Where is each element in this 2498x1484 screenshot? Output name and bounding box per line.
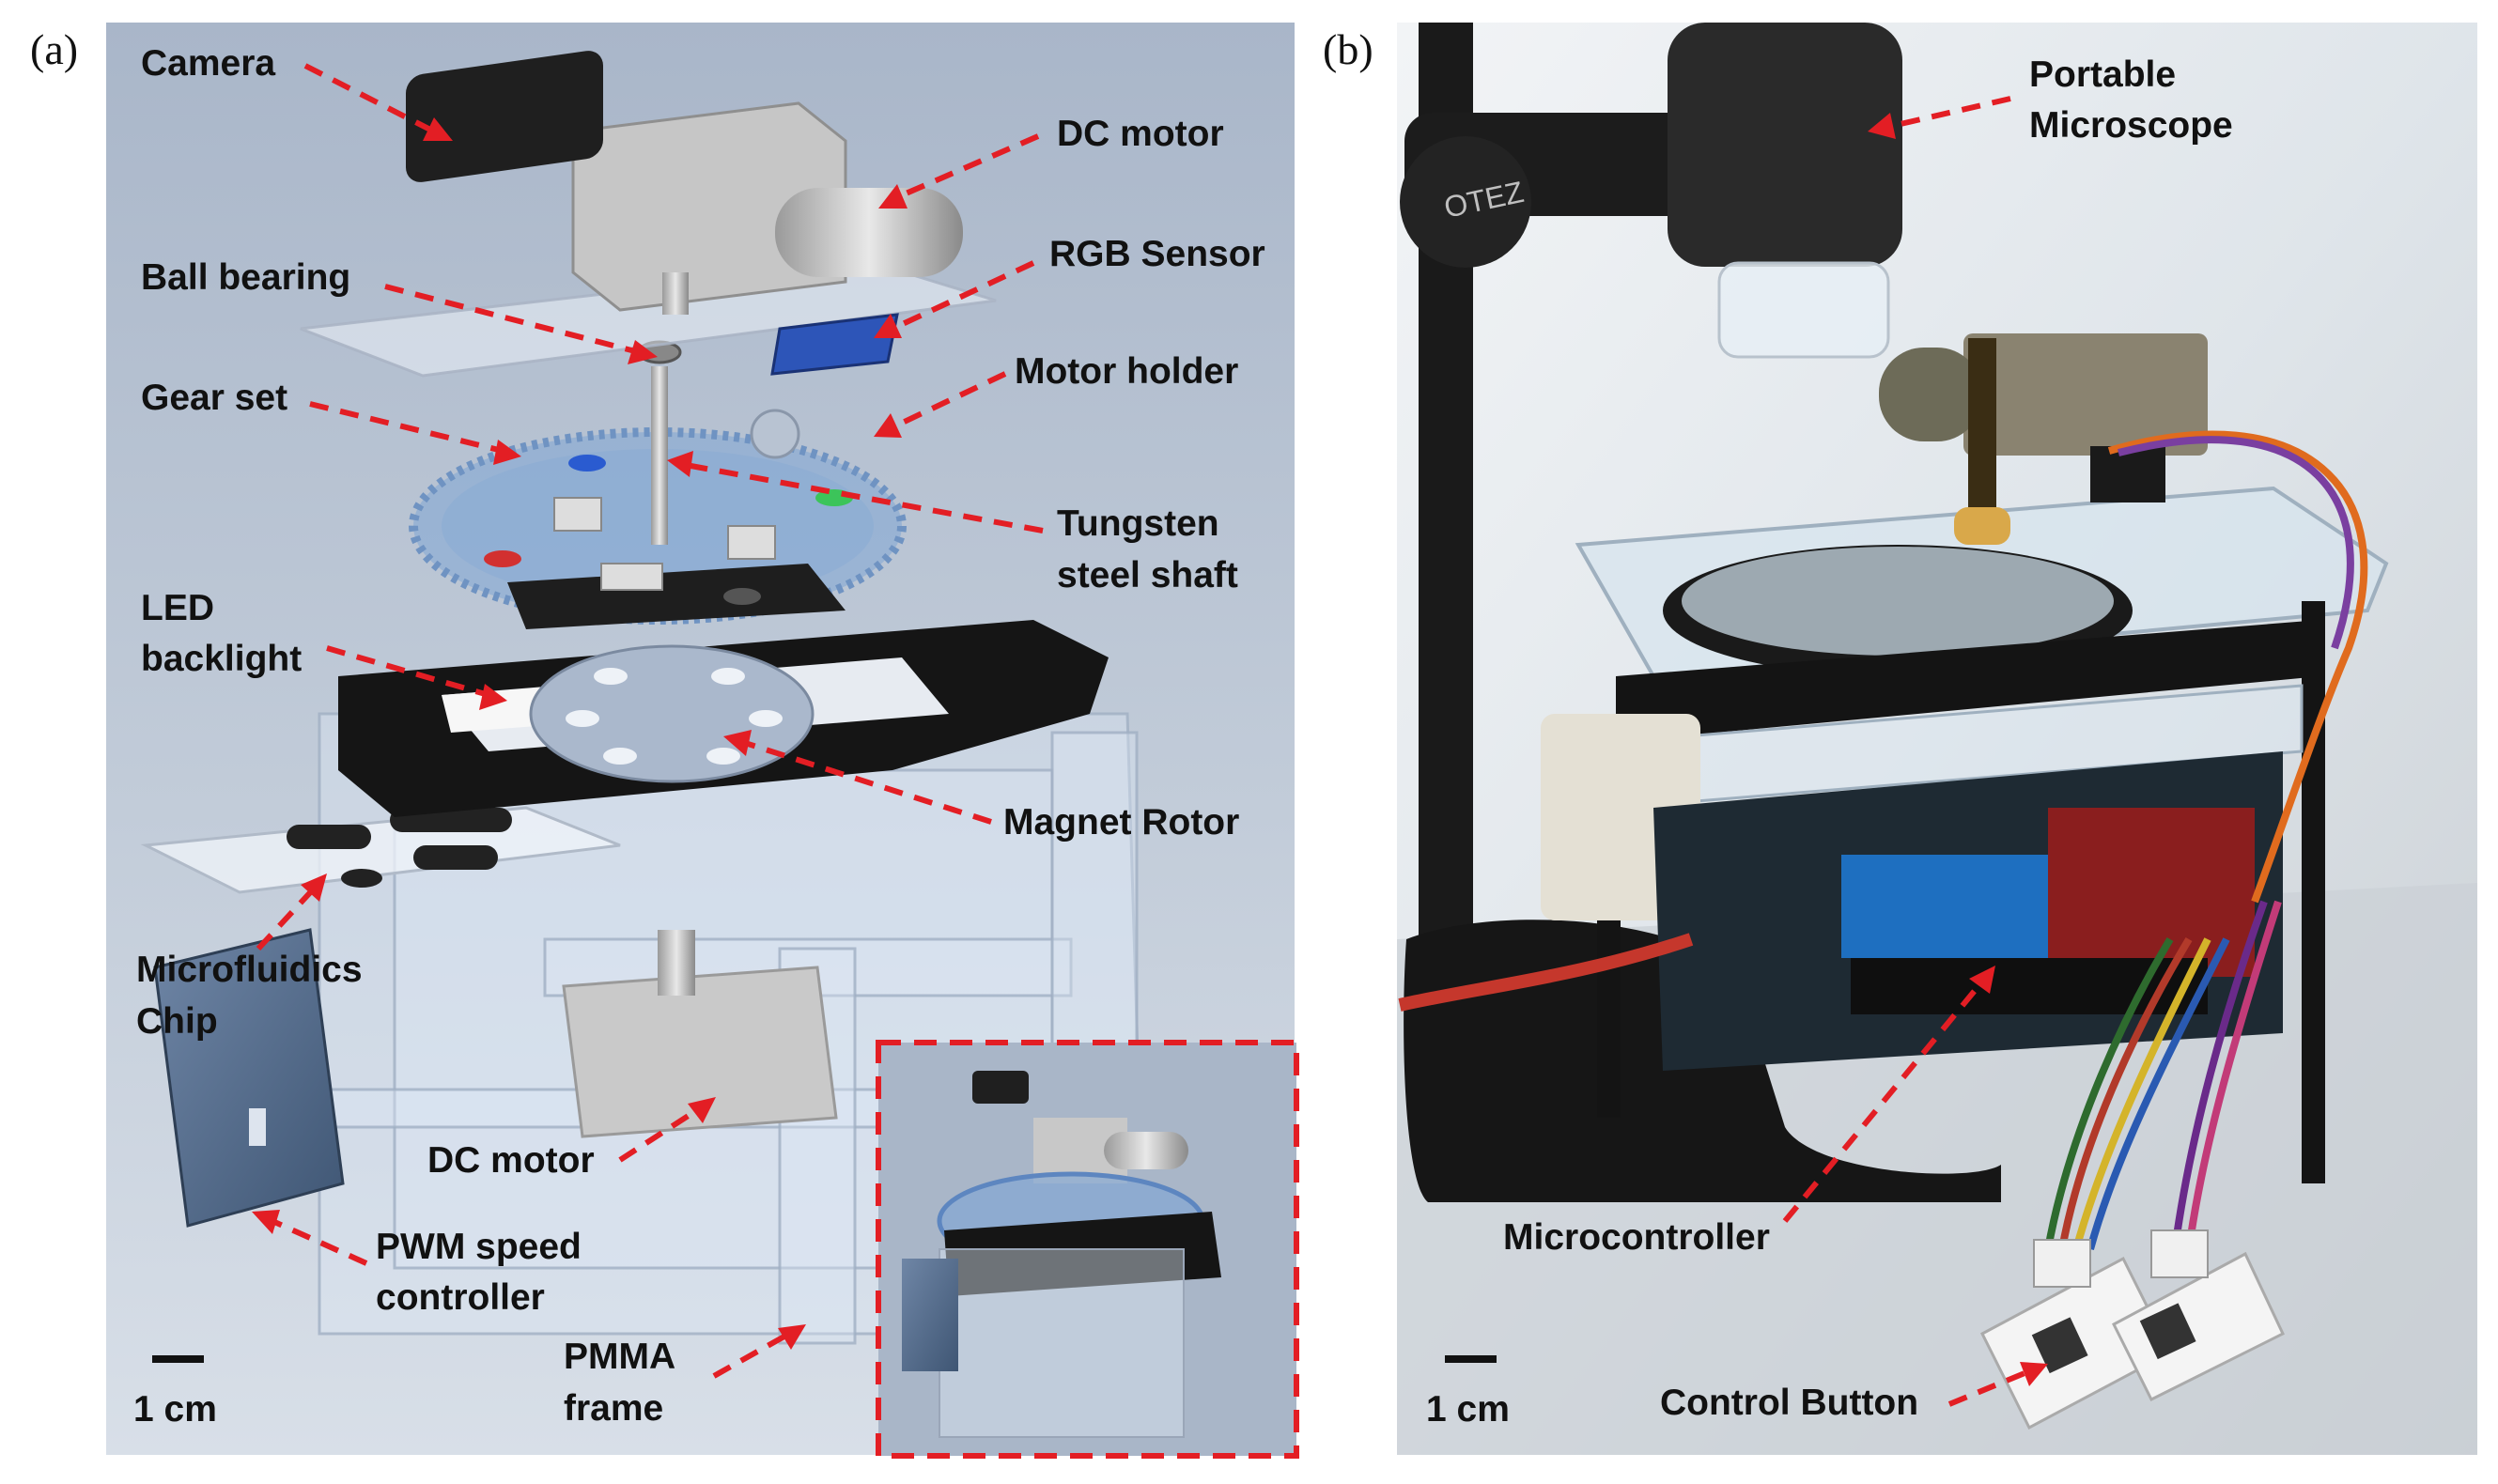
label-microcontroller: Microcontroller bbox=[1503, 1217, 1770, 1258]
label-tungsten-1: Tungsten bbox=[1057, 503, 1219, 544]
panel-b: (b) OTEZ bbox=[1323, 23, 2477, 1455]
label-microscope-1: Portable bbox=[2029, 54, 2176, 95]
scale-bar-a bbox=[152, 1355, 204, 1363]
panel-a: (a) bbox=[30, 23, 1299, 1459]
pwm-controller-render bbox=[153, 928, 345, 1228]
dc-motor-top-render bbox=[571, 101, 963, 315]
label-pmma-2: frame bbox=[564, 1388, 663, 1429]
arrows-b bbox=[1782, 96, 2048, 1407]
label-led-2: backlight bbox=[141, 639, 302, 679]
scale-label-b: 1 cm bbox=[1426, 1389, 1510, 1430]
label-pwm-1: PWM speed bbox=[376, 1227, 582, 1267]
microfluidics-chip-render bbox=[140, 806, 621, 894]
device-photo bbox=[1541, 333, 2389, 1183]
label-motor-holder: Motor holder bbox=[1015, 351, 1238, 392]
label-ball-bearing: Ball bearing bbox=[141, 257, 350, 298]
rgb-sensor-render bbox=[770, 313, 899, 376]
label-led-1: LED bbox=[141, 588, 214, 628]
label-control-button: Control Button bbox=[1660, 1383, 1918, 1423]
magnet-rotor-render bbox=[529, 644, 815, 783]
label-magnet-rotor: Magnet Rotor bbox=[1003, 802, 1239, 842]
label-gear-set: Gear set bbox=[141, 378, 287, 418]
label-dc-motor-top: DC motor bbox=[1057, 114, 1224, 154]
scale-bar-b bbox=[1445, 1355, 1497, 1363]
label-chip-1: Microfluidics bbox=[136, 950, 363, 990]
label-pwm-2: controller bbox=[376, 1277, 545, 1318]
label-dc-motor-bottom: DC motor bbox=[427, 1140, 595, 1181]
cable-bundle-photo bbox=[1398, 430, 2368, 1251]
panel-a-letter: (a) bbox=[30, 25, 78, 73]
inset-overview bbox=[876, 1040, 1299, 1459]
label-chip-2: Chip bbox=[136, 1001, 218, 1042]
arrows-a bbox=[252, 63, 1044, 1379]
scale-label-a: 1 cm bbox=[133, 1389, 217, 1430]
label-rgb-sensor: RGB Sensor bbox=[1049, 234, 1265, 274]
panel-b-letter: (b) bbox=[1323, 25, 1373, 73]
label-tungsten-2: steel shaft bbox=[1057, 555, 1238, 595]
dc-motor-bottom-render bbox=[562, 930, 838, 1138]
label-pmma-1: PMMA bbox=[564, 1337, 675, 1377]
label-microscope-2: Microscope bbox=[2029, 105, 2233, 146]
label-camera: Camera bbox=[141, 43, 275, 84]
camera-render bbox=[406, 51, 603, 182]
